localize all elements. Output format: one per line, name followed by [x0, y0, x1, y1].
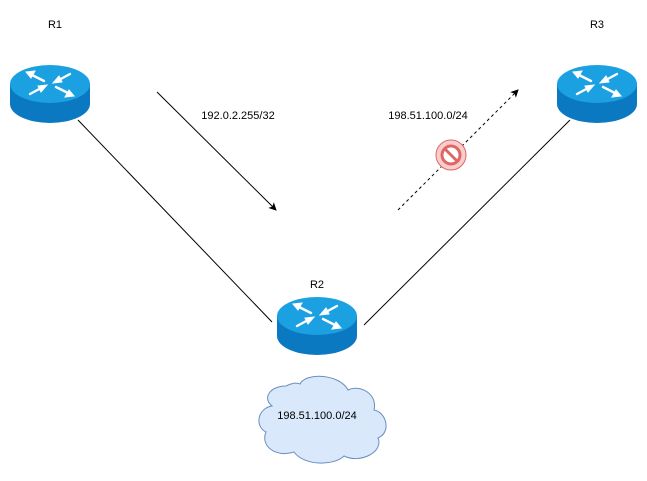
blocked-route-label: 198.51.100.0/24	[388, 110, 468, 122]
router-r3[interactable]	[555, 63, 639, 125]
router-icon	[555, 63, 639, 125]
link-r2-r3	[363, 119, 571, 326]
router-r2-label: R2	[310, 279, 324, 291]
no-entry-icon	[435, 139, 467, 171]
router-r3-label: R3	[590, 19, 604, 31]
route-advertisement-arrow	[156, 91, 277, 211]
link-r1-r2	[77, 119, 273, 323]
advertised-route-label: 192.0.2.255/32	[201, 110, 274, 122]
router-icon	[275, 295, 359, 357]
router-r1[interactable]	[8, 63, 92, 125]
router-icon	[8, 63, 92, 125]
router-r1-label: R1	[48, 19, 62, 31]
cloud-icon	[258, 375, 387, 464]
network-prefix-label: 198.51.100.0/24	[277, 410, 357, 422]
router-r2[interactable]	[275, 295, 359, 357]
